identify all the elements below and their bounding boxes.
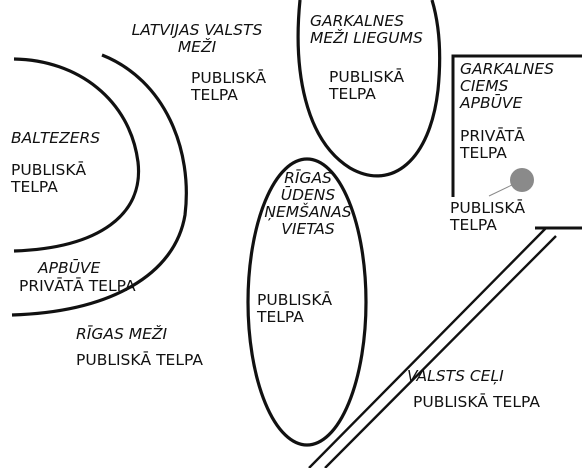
latvijas-mezi-space-label: PUBLISKĀ TELPA — [191, 69, 267, 104]
udens-vietas-space-label: PUBLISKĀ TELPA — [257, 291, 333, 326]
baltezers-boundary — [13, 57, 141, 253]
garkalnes-liegums-boundary — [296, 0, 442, 178]
location-marker — [510, 168, 534, 192]
garkalnes-ciems-private-label: PRIVĀTĀ TELPA — [460, 127, 525, 162]
valsts-celi-space-label: PUBLISKĀ TELPA — [413, 393, 540, 411]
latvijas-mezi-boundary — [11, 53, 188, 317]
baltezers-space-label: PUBLISKĀ TELPA — [11, 161, 87, 196]
udens-vietas-title: RĪGAS ŪDENS ŅEMŠANAS VIETAS — [264, 169, 352, 238]
garkalnes-liegums-space-label: PUBLISKĀ TELPA — [329, 68, 405, 103]
garkalnes-ciems-title: GARKALNES CIEMS APBŪVE — [460, 60, 555, 112]
rigas-mezi-title: RĪGAS MEŽI — [76, 325, 168, 343]
garkalnes-liegums-title: GARKALNES MEŽI LIEGUMS — [310, 12, 423, 47]
marker-pointer — [488, 183, 515, 197]
baltezers-title: BALTEZERS — [11, 129, 101, 147]
road-line-upper — [308, 227, 547, 468]
latvijas-valsts-mezi-title: LATVIJAS VALSTS MEŽI — [131, 21, 263, 56]
apbuve-space-label: PRIVĀTĀ TELPA — [19, 277, 136, 295]
road-line-lower — [324, 235, 557, 468]
apbuve-title: APBŪVE — [38, 259, 101, 277]
valsts-celi-title: VALSTS CEĻI — [407, 367, 504, 385]
udens-vietas-boundary — [246, 157, 368, 447]
rigas-mezi-space-label: PUBLISKĀ TELPA — [76, 351, 203, 369]
garkalnes-ciems-boundary — [451, 54, 582, 230]
garkalnes-ciems-public-label: PUBLISKĀ TELPA — [450, 199, 526, 234]
